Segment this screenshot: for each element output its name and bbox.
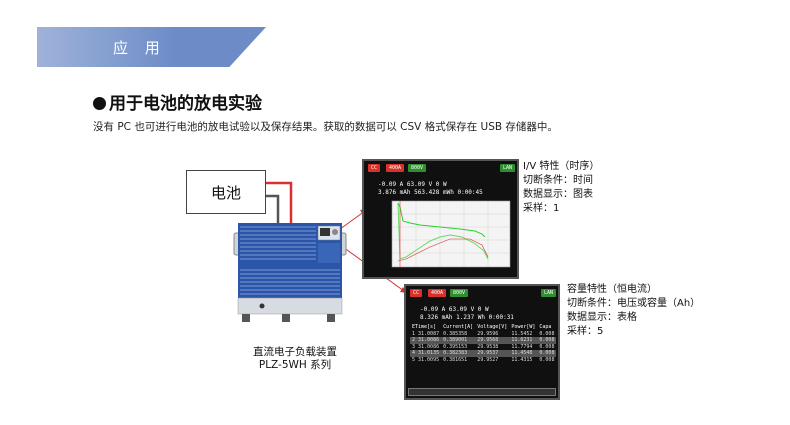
capacity-data-table: ETime[s] Current[A] Voltage[V] Power[W] …	[410, 324, 557, 364]
table-cell: 11.4315	[511, 356, 533, 363]
table-cell: 0.382383	[443, 350, 468, 356]
table-cell: 29.9537	[477, 350, 499, 356]
table-cell: 11.6231	[511, 337, 533, 343]
col-header: Capa	[539, 324, 552, 330]
cable-black	[264, 194, 280, 226]
table-cell: 2 31.0086	[412, 337, 440, 343]
battery-label: 电池	[210, 183, 241, 202]
voltage-trace	[397, 202, 486, 238]
tag-cc: CC	[368, 164, 381, 172]
table-cell: 29.9568	[477, 337, 499, 343]
readout-line2: 8.326 mAh 1.237 Wh 0:00:31	[420, 314, 514, 321]
tag-range: 400A	[428, 289, 447, 297]
iv-chart	[391, 200, 511, 268]
screen-iv-chart: CC 400A 800V LAN -0.09 A 63.09 V 0 W 3.8…	[362, 159, 519, 279]
table-cell: 29.9527	[477, 356, 499, 363]
device-name: 直流电子负载装置	[253, 346, 337, 358]
screen2-label-title: 容量特性（恒电流）	[567, 284, 657, 295]
table-cell: 0.381651	[443, 356, 468, 363]
screen2-label-cutoff: 切断条件：电压或容量（Ah）	[567, 298, 701, 309]
device-caption: 直流电子负载装置 PLZ-5WH 系列	[230, 346, 360, 372]
table-cell: 5 31.0095	[412, 356, 440, 363]
table-cell: 11.5452	[511, 330, 533, 337]
tag-voltage: 800V	[450, 289, 469, 297]
screen2-label-sampling: 采样：5	[567, 326, 604, 337]
section-banner	[37, 27, 266, 67]
screen1-labels: I/V 特性（时序） 切断条件：时间 数据显示：图表 采样：1	[523, 160, 599, 216]
table-cell: 0.385358	[443, 330, 468, 337]
col-header: ETime[s]	[412, 324, 437, 330]
table-cell: 0.389001	[443, 337, 468, 343]
table-cell: 0.395153	[443, 343, 468, 350]
bullet-dot	[93, 97, 106, 110]
battery-box: 电池	[186, 170, 266, 214]
readout-line1: -0.09 A 63.09 V 0 W	[378, 181, 447, 188]
cable-red	[264, 181, 293, 226]
screen1-label-title: I/V 特性（时序）	[523, 161, 600, 172]
tag-cc: CC	[410, 289, 423, 297]
description-text: 没有 PC 也可进行电池的放电试验以及保存结果。获取的数据可以 CSV 格式保存…	[93, 121, 558, 133]
table-cell: 29.9596	[477, 330, 499, 337]
table-cell: 0.008	[539, 356, 555, 363]
voltage-trace-2	[397, 202, 489, 260]
col-header: Power[W]	[511, 324, 536, 330]
table-cell: 0.008	[539, 343, 555, 350]
electronic-load-device	[233, 223, 347, 322]
table-cell: 0.008	[539, 350, 555, 356]
tag-range: 400A	[386, 164, 405, 172]
table-cell: 4 31.0135	[412, 350, 440, 356]
device-model: PLZ-5WH 系列	[258, 359, 332, 371]
table-cell: 11.4548	[511, 350, 533, 356]
col-header: Voltage[V]	[477, 324, 508, 330]
tag-lan: LAN	[500, 164, 516, 172]
col-header: Current[A]	[443, 324, 474, 330]
current-trace	[397, 238, 489, 262]
table-cell: 29.9538	[477, 343, 499, 350]
heading-text: 用于电池的放电实验	[109, 94, 262, 114]
section-title: 应 用	[113, 39, 166, 57]
table-scrollbar[interactable]	[408, 388, 556, 396]
tag-voltage: 800V	[408, 164, 427, 172]
screen-capacity-table: CC 400A 800V LAN -0.09 A 63.09 V 0 W 8.3…	[404, 284, 560, 400]
screen1-label-display: 数据显示：图表	[523, 189, 593, 200]
table-cell: 11.7794	[511, 343, 533, 350]
screen1-label-cutoff: 切断条件：时间	[523, 175, 593, 186]
table-header-row: ETime[s] Current[A] Voltage[V] Power[W] …	[410, 324, 556, 331]
screen2-labels: 容量特性（恒电流） 切断条件：电压或容量（Ah） 数据显示：表格 采样：5	[567, 283, 700, 339]
table-cell: 1 31.0087	[412, 330, 440, 337]
readout-line1: -0.09 A 63.09 V 0 W	[420, 306, 489, 313]
page-heading: 用于电池的放电实验	[93, 89, 262, 114]
screen1-label-sampling: 采样：1	[523, 203, 560, 214]
tag-lan: LAN	[541, 289, 557, 297]
table-cell: 0.008	[539, 337, 555, 343]
table-cell: 0.008	[539, 330, 555, 337]
table-cell: 3 31.0086	[412, 343, 440, 350]
screen2-label-display: 数据显示：表格	[567, 312, 637, 323]
readout-line2: 3.876 mAh 563.428 mWh 0:00:45	[378, 189, 483, 196]
